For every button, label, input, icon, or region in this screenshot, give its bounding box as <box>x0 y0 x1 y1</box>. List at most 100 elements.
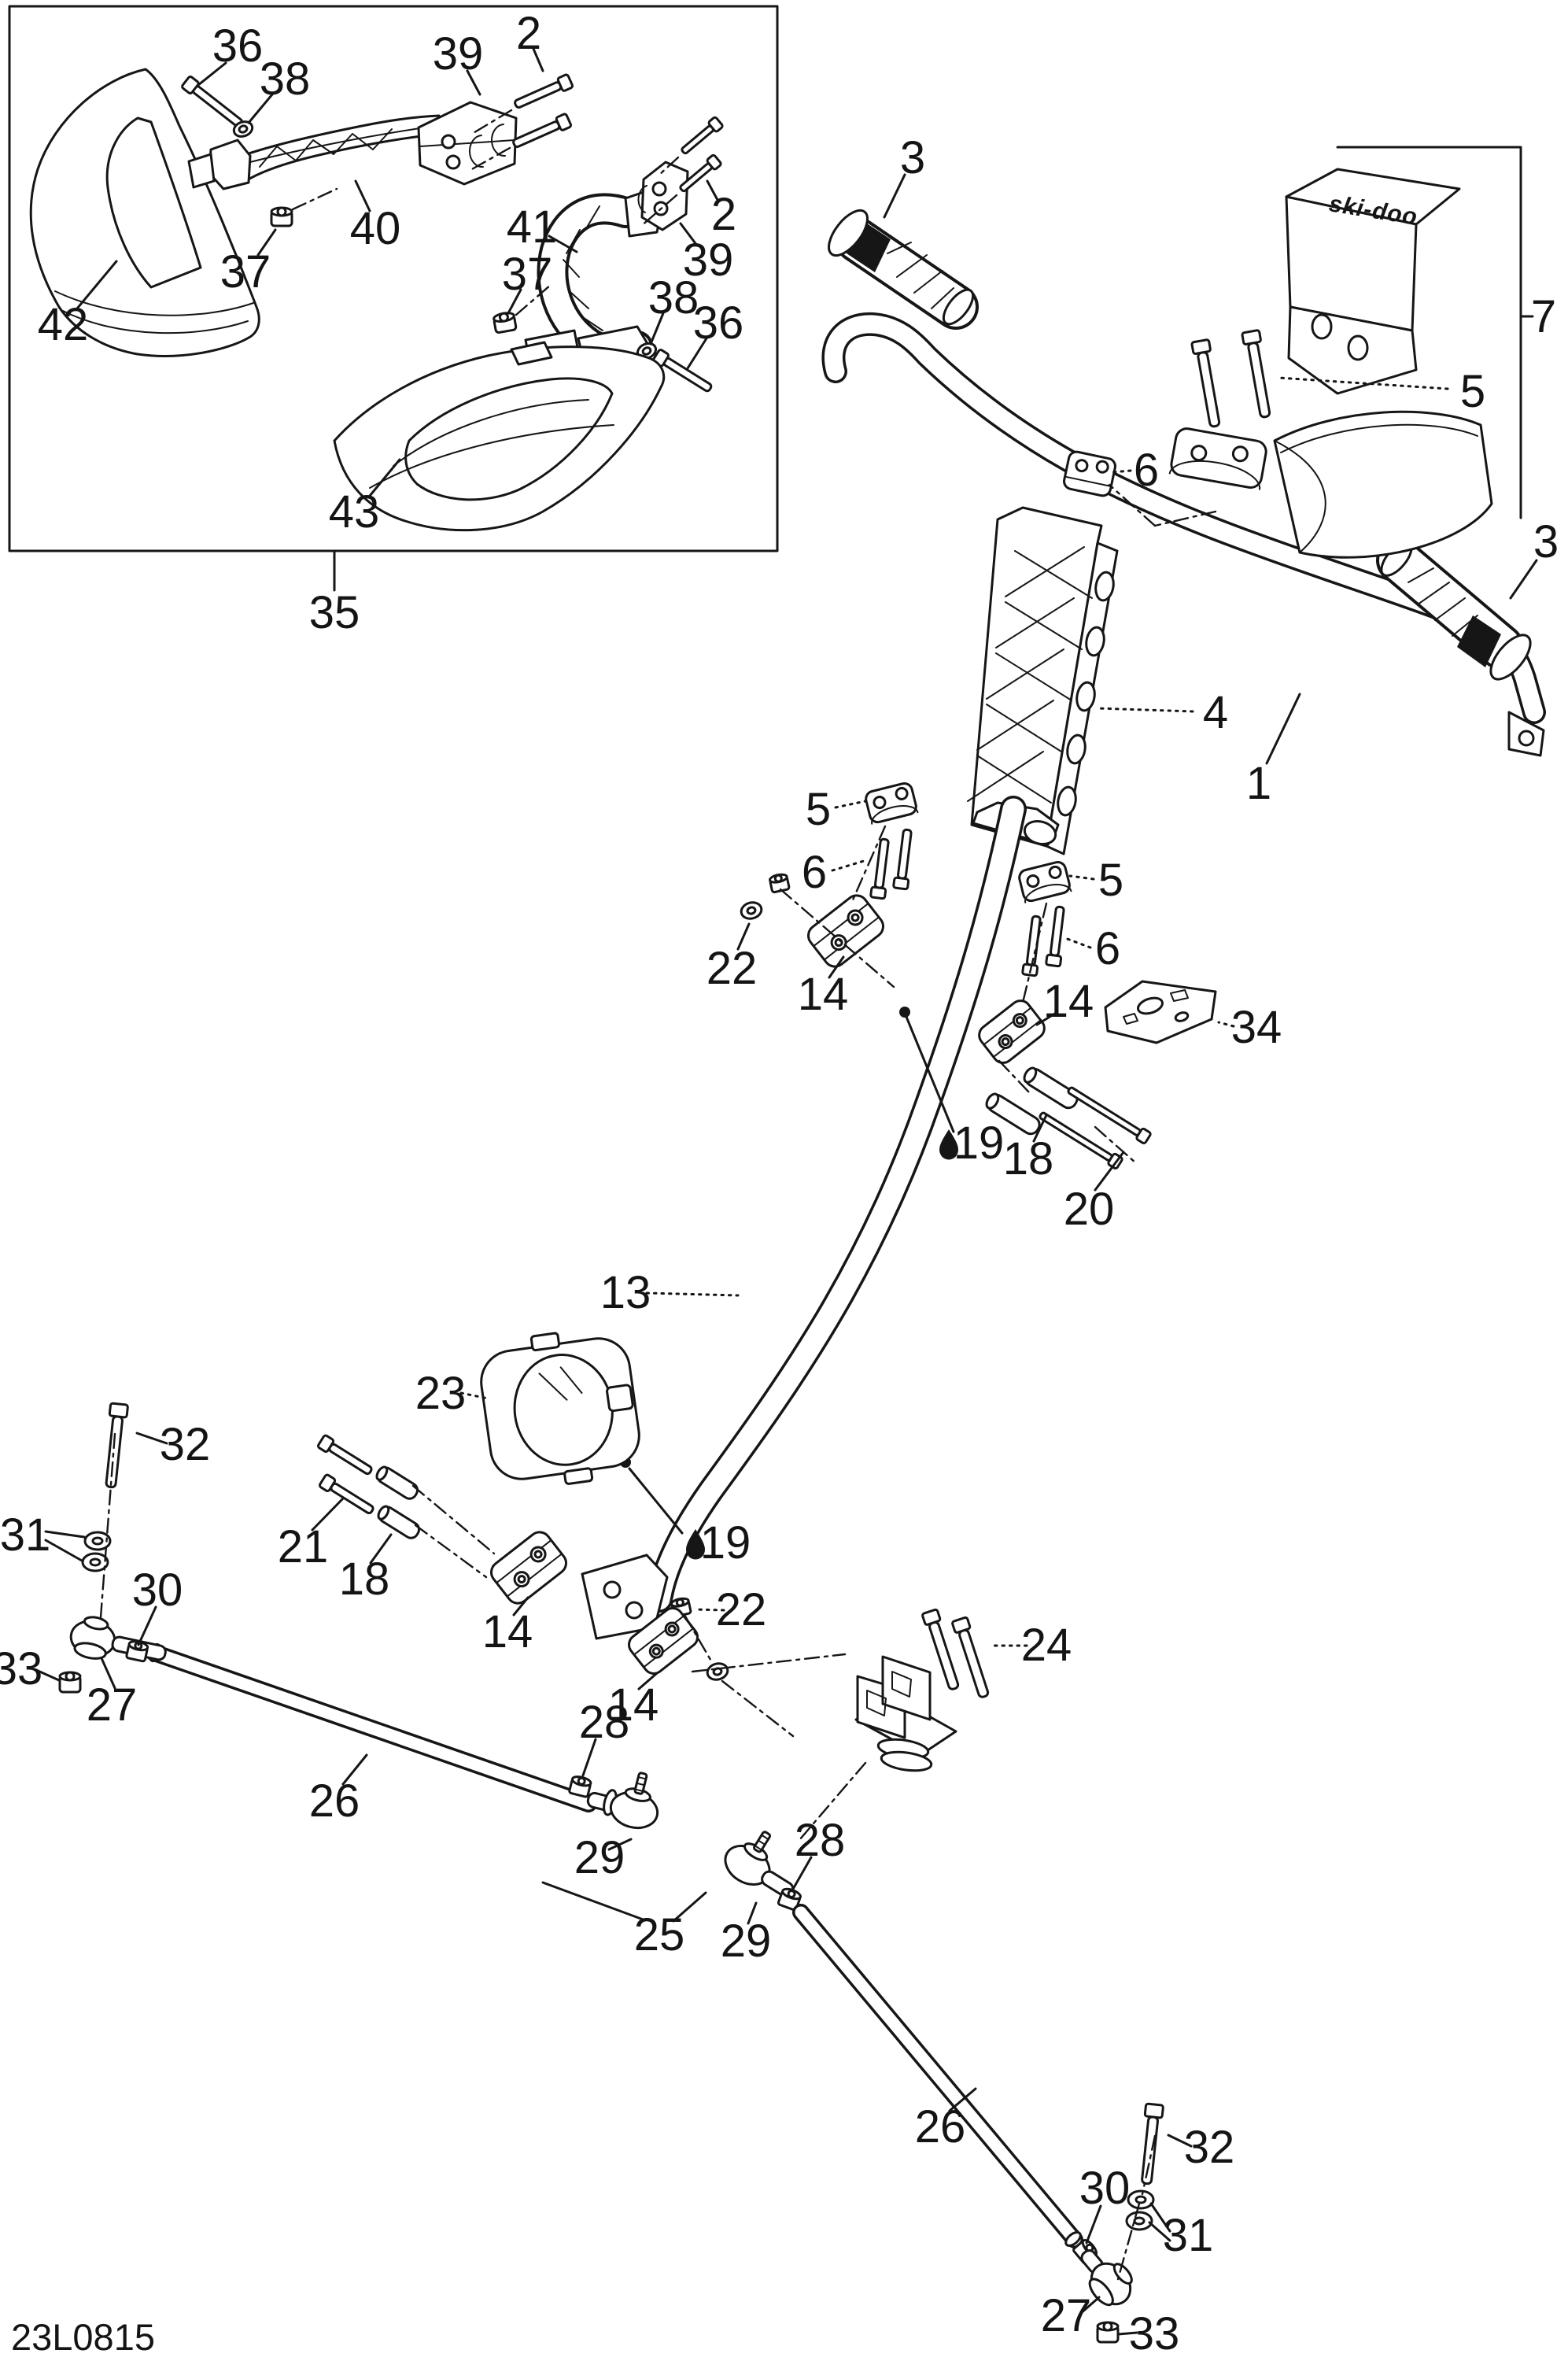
center-line-1 <box>470 109 513 135</box>
leader-line-17 <box>1277 376 1449 390</box>
callout-5-22: 5 <box>806 784 831 835</box>
callout-6-23: 6 <box>802 847 827 898</box>
center-line-17 <box>721 1679 795 1738</box>
leader-line-30 <box>905 1015 955 1133</box>
callout-37-10: 37 <box>502 249 553 300</box>
part-13-steering-column <box>581 796 1027 1655</box>
part-42-handguard-left <box>29 68 260 357</box>
part-43-handguard-right <box>333 341 666 532</box>
part-3-grip-right <box>1376 538 1532 681</box>
center-line-18 <box>691 1653 847 1673</box>
callout-29-51: 29 <box>721 1916 772 1967</box>
part-14-steering-clamp <box>807 894 884 968</box>
callout-35-14: 35 <box>309 587 360 638</box>
part-3-grip-left <box>828 209 979 330</box>
center-line-0 <box>291 187 338 211</box>
callout-31-56: 31 <box>1163 2210 1214 2261</box>
callout-43-13: 43 <box>329 486 380 538</box>
leader-line-6 <box>76 260 118 310</box>
leader-line-59 <box>1148 2221 1171 2242</box>
part-22-nut <box>769 873 791 894</box>
leader-line-52 <box>672 1891 707 1923</box>
part-38-washer <box>232 120 254 138</box>
leader-line-3 <box>532 47 544 72</box>
leader-line-55 <box>948 2087 977 2112</box>
leader-line-1 <box>247 93 274 124</box>
center-line-12 <box>1094 1125 1138 1165</box>
callout-30-54: 30 <box>1079 2163 1131 2214</box>
callout-4-21: 4 <box>1203 687 1228 738</box>
callout-14-45: 14 <box>608 1679 659 1731</box>
part-14-steering-clamp <box>490 1531 567 1605</box>
part-21-bolt <box>316 1434 373 1476</box>
leader-line-39 <box>35 1668 61 1682</box>
center-line-16 <box>683 1613 714 1665</box>
part-40-arm <box>187 114 444 190</box>
leader-line-23 <box>831 859 865 872</box>
part-31-washer <box>1125 2211 1153 2231</box>
callout-30-37: 30 <box>132 1565 183 1616</box>
callout-21-40: 21 <box>278 1521 329 1572</box>
leader-line-35 <box>135 1432 168 1445</box>
inset-box <box>8 5 779 552</box>
leader-line-24 <box>736 922 751 951</box>
callout-6-18: 6 <box>1134 445 1159 496</box>
center-line-5 <box>515 283 552 316</box>
leader-line-15 <box>883 173 906 219</box>
part-5-clamp-bolt <box>1241 329 1271 419</box>
center-line-10 <box>1021 902 1048 1004</box>
part-2-bolt <box>679 153 722 193</box>
center-lines <box>99 109 1217 2281</box>
leader-line-19 <box>1509 559 1538 600</box>
part-7-handlebar-pad <box>1273 410 1493 559</box>
leader-line-4 <box>354 179 371 212</box>
callout-14-28: 14 <box>1043 976 1094 1027</box>
callout-2-3: 2 <box>516 8 541 59</box>
part-20-bolt <box>1039 1111 1123 1170</box>
callout-38-11: 38 <box>648 272 699 323</box>
leader-line-43 <box>512 1596 529 1616</box>
part-7-lever-housing: ski-doo <box>1285 168 1461 395</box>
callout-32-55: 32 <box>1184 2122 1235 2173</box>
part-7-bracket <box>1336 146 1522 519</box>
leader-line-50 <box>607 1838 633 1851</box>
part-2-bolt <box>681 116 724 155</box>
part-2-bolt <box>514 73 574 109</box>
callout-28-48: 28 <box>579 1697 630 1748</box>
callout-40-4: 40 <box>350 203 401 254</box>
callout-27-57: 27 <box>1041 2290 1092 2341</box>
leader-line-32 <box>1094 1151 1125 1192</box>
part-23-cover <box>480 1332 640 1485</box>
part-18-spacer <box>377 1505 421 1539</box>
leader-line-2 <box>466 69 481 96</box>
part-37-nut <box>270 206 293 227</box>
leader-line-31 <box>1032 1114 1048 1143</box>
part-26-tie-rod <box>146 1642 597 1812</box>
callout-18-41: 18 <box>339 1554 390 1605</box>
leader-line-13 <box>368 458 401 497</box>
leader-line-40 <box>100 1657 116 1690</box>
callout-39-9: 39 <box>683 235 734 286</box>
callout-22-44: 22 <box>716 1584 767 1635</box>
callout-3-19: 3 <box>1533 516 1559 567</box>
leader-line-8 <box>706 179 719 201</box>
callout-3-15: 3 <box>900 132 925 183</box>
part-6-clamp <box>1063 450 1116 497</box>
leader-line-0 <box>197 61 227 87</box>
callout-41-7: 41 <box>507 201 558 253</box>
callout-19-30: 19 <box>954 1118 1005 1169</box>
callout-13-33: 13 <box>600 1267 651 1318</box>
callout-26-47: 26 <box>309 1775 360 1827</box>
callout-5-26: 5 <box>1098 855 1123 906</box>
part-6-bolt <box>869 837 890 900</box>
part-14-steering-clamp <box>627 1607 699 1675</box>
part-6-bolt <box>892 828 913 891</box>
leader-line-42 <box>369 1533 393 1565</box>
callout-23-34: 23 <box>415 1368 467 1419</box>
leader-line-29 <box>1217 1021 1235 1028</box>
part-25-tie-rod-end <box>724 1831 795 1898</box>
part-5-clamp-cap <box>1018 861 1072 903</box>
callout-24-46: 24 <box>1021 1620 1072 1671</box>
callout-5-17: 5 <box>1460 366 1485 417</box>
